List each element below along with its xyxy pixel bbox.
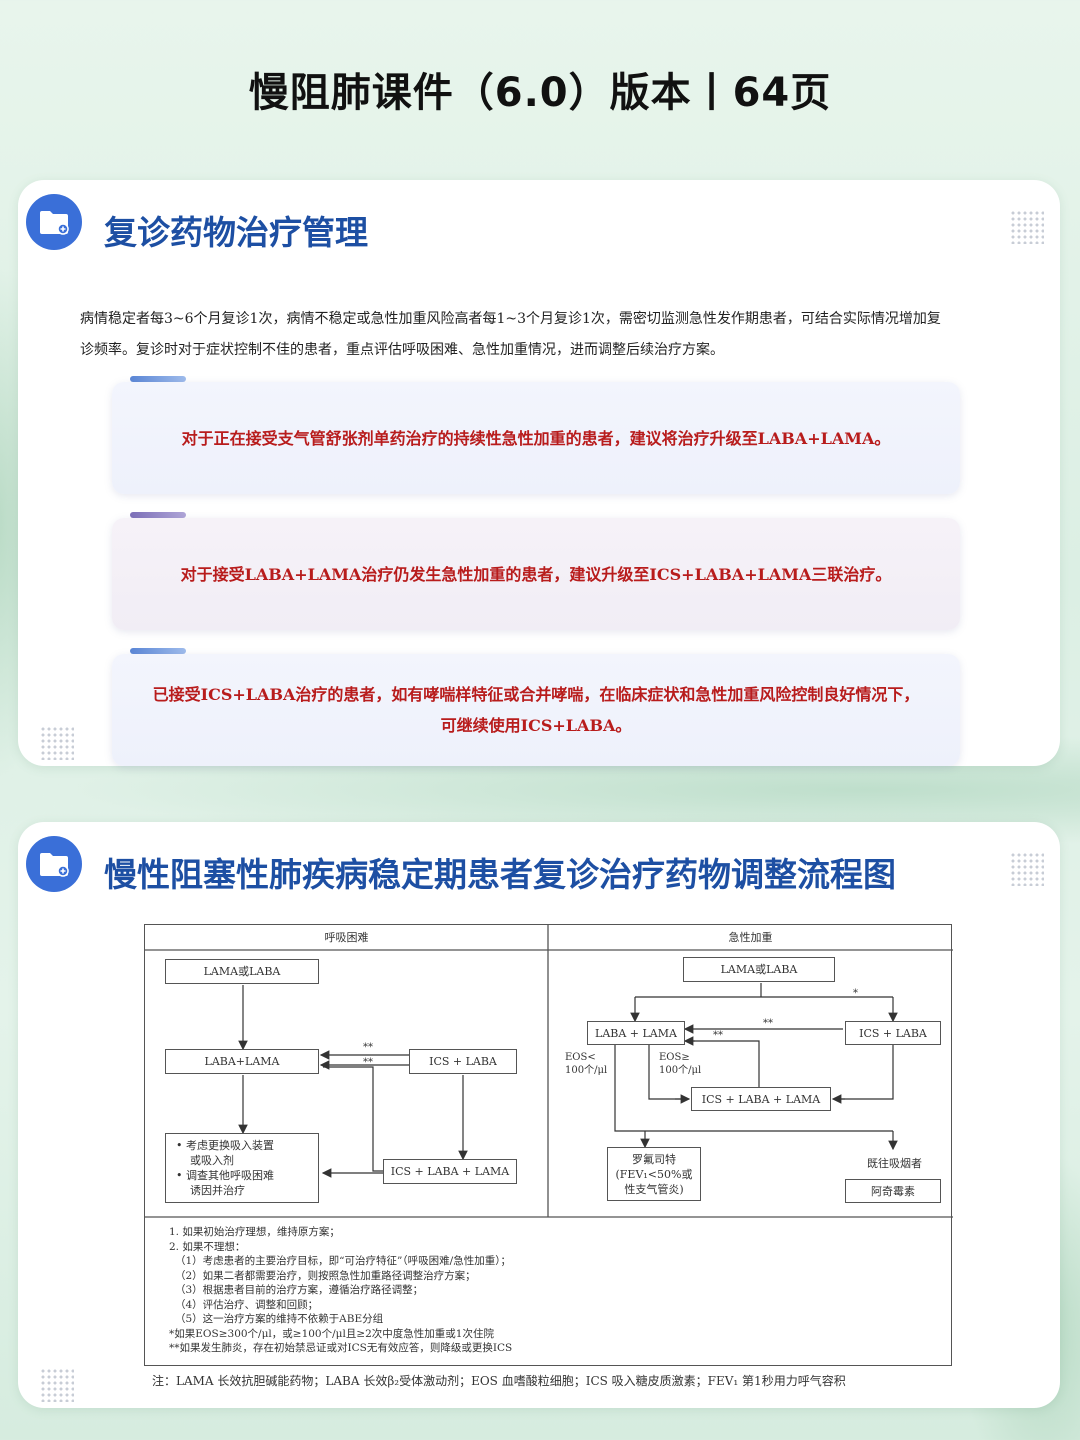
marker-star: * xyxy=(853,988,858,999)
folder-icon xyxy=(26,194,82,250)
box-lama-or-laba-right: LAMA或LABA xyxy=(683,957,835,982)
label-eos-low: EOS< 100个/μl xyxy=(565,1052,608,1076)
treatment-flowchart: 呼吸困难 急性加重 LAMA或LABA LABA+LAMA ICS + LABA… xyxy=(144,924,953,1366)
page-title: 慢阻肺课件（6.0）版本丨64页 xyxy=(248,70,832,116)
flowchart-header-dyspnea: 呼吸困难 xyxy=(324,931,369,944)
box-consider-options: • 考虑更换吸入装置 或吸入剂 • 调查其他呼吸困难 诱因并治疗 xyxy=(165,1133,319,1203)
recommendation-tab xyxy=(130,512,186,518)
box-lama-or-laba-left: LAMA或LABA xyxy=(165,959,319,984)
dot-grid-decoration xyxy=(1010,852,1044,886)
box-laba-lama-left: LABA+LAMA xyxy=(165,1049,319,1074)
dot-grid-decoration xyxy=(40,726,74,760)
marker-double-star: ** xyxy=(363,1057,373,1068)
box-triple-right: ICS + LABA + LAMA xyxy=(691,1087,831,1111)
section-title: 复诊药物治疗管理 xyxy=(104,213,368,252)
recommendation-tab xyxy=(130,376,186,382)
recommendation-box: 已接受ICS+LABA治疗的患者，如有哮喘样特征或合并哮喘，在临床症状和急性加重… xyxy=(112,654,960,766)
intro-paragraph: 病情稳定者每3~6个月复诊1次，病情不稳定或急性加重风险高者每1~3个月复诊1次… xyxy=(80,311,941,358)
box-ics-laba-left: ICS + LABA xyxy=(409,1049,517,1074)
recommendation-box: 对于接受LABA+LAMA治疗仍发生急性加重的患者，建议升级至ICS+LABA+… xyxy=(112,518,960,630)
flowchart-notes: 1. 如果初始治疗理想，维持原方案； 2. 如果不理想： （1）考虑患者的主要治… xyxy=(169,1226,513,1354)
section-title: 慢性阻塞性肺疾病稳定期患者复诊治疗药物调整流程图 xyxy=(104,855,896,894)
folder-icon xyxy=(26,836,82,892)
box-laba-lama-right: LABA + LAMA xyxy=(587,1021,685,1045)
section-card-flowchart: 慢性阻塞性肺疾病稳定期患者复诊治疗药物调整流程图 xyxy=(18,822,1060,1408)
box-roflumilast: 罗氟司特 (FEV₁<50%或 性支气管炎) xyxy=(607,1147,701,1201)
marker-double-star: ** xyxy=(713,1030,723,1041)
recommendation-tab xyxy=(130,648,186,654)
section-card-followup: 复诊药物治疗管理 病情稳定者每3~6个月复诊1次，病情不稳定或急性加重风险高者每… xyxy=(18,180,1060,766)
recommendation-box: 对于正在接受支气管舒张剂单药治疗的持续性急性加重的患者，建议将治疗升级至LABA… xyxy=(112,382,960,494)
label-former-smoker: 既往吸烟者 xyxy=(867,1157,922,1170)
marker-double-star: ** xyxy=(763,1018,773,1029)
box-triple-left: ICS + LABA + LAMA xyxy=(383,1159,517,1184)
abbreviation-footnote: 注：LAMA 长效抗胆碱能药物；LABA 长效β₂受体激动剂；EOS 血嗜酸粒细… xyxy=(152,1374,846,1388)
label-eos-high: EOS≥ 100个/μl xyxy=(659,1052,702,1076)
dot-grid-decoration xyxy=(40,1368,74,1402)
flowchart-connectors xyxy=(145,925,953,1218)
box-azithromycin: 阿奇霉素 xyxy=(845,1179,941,1203)
marker-double-star: ** xyxy=(363,1042,373,1053)
flowchart-header-exacerbation: 急性加重 xyxy=(728,931,773,944)
dot-grid-decoration xyxy=(1010,210,1044,244)
box-ics-laba-right: ICS + LABA xyxy=(845,1021,941,1045)
